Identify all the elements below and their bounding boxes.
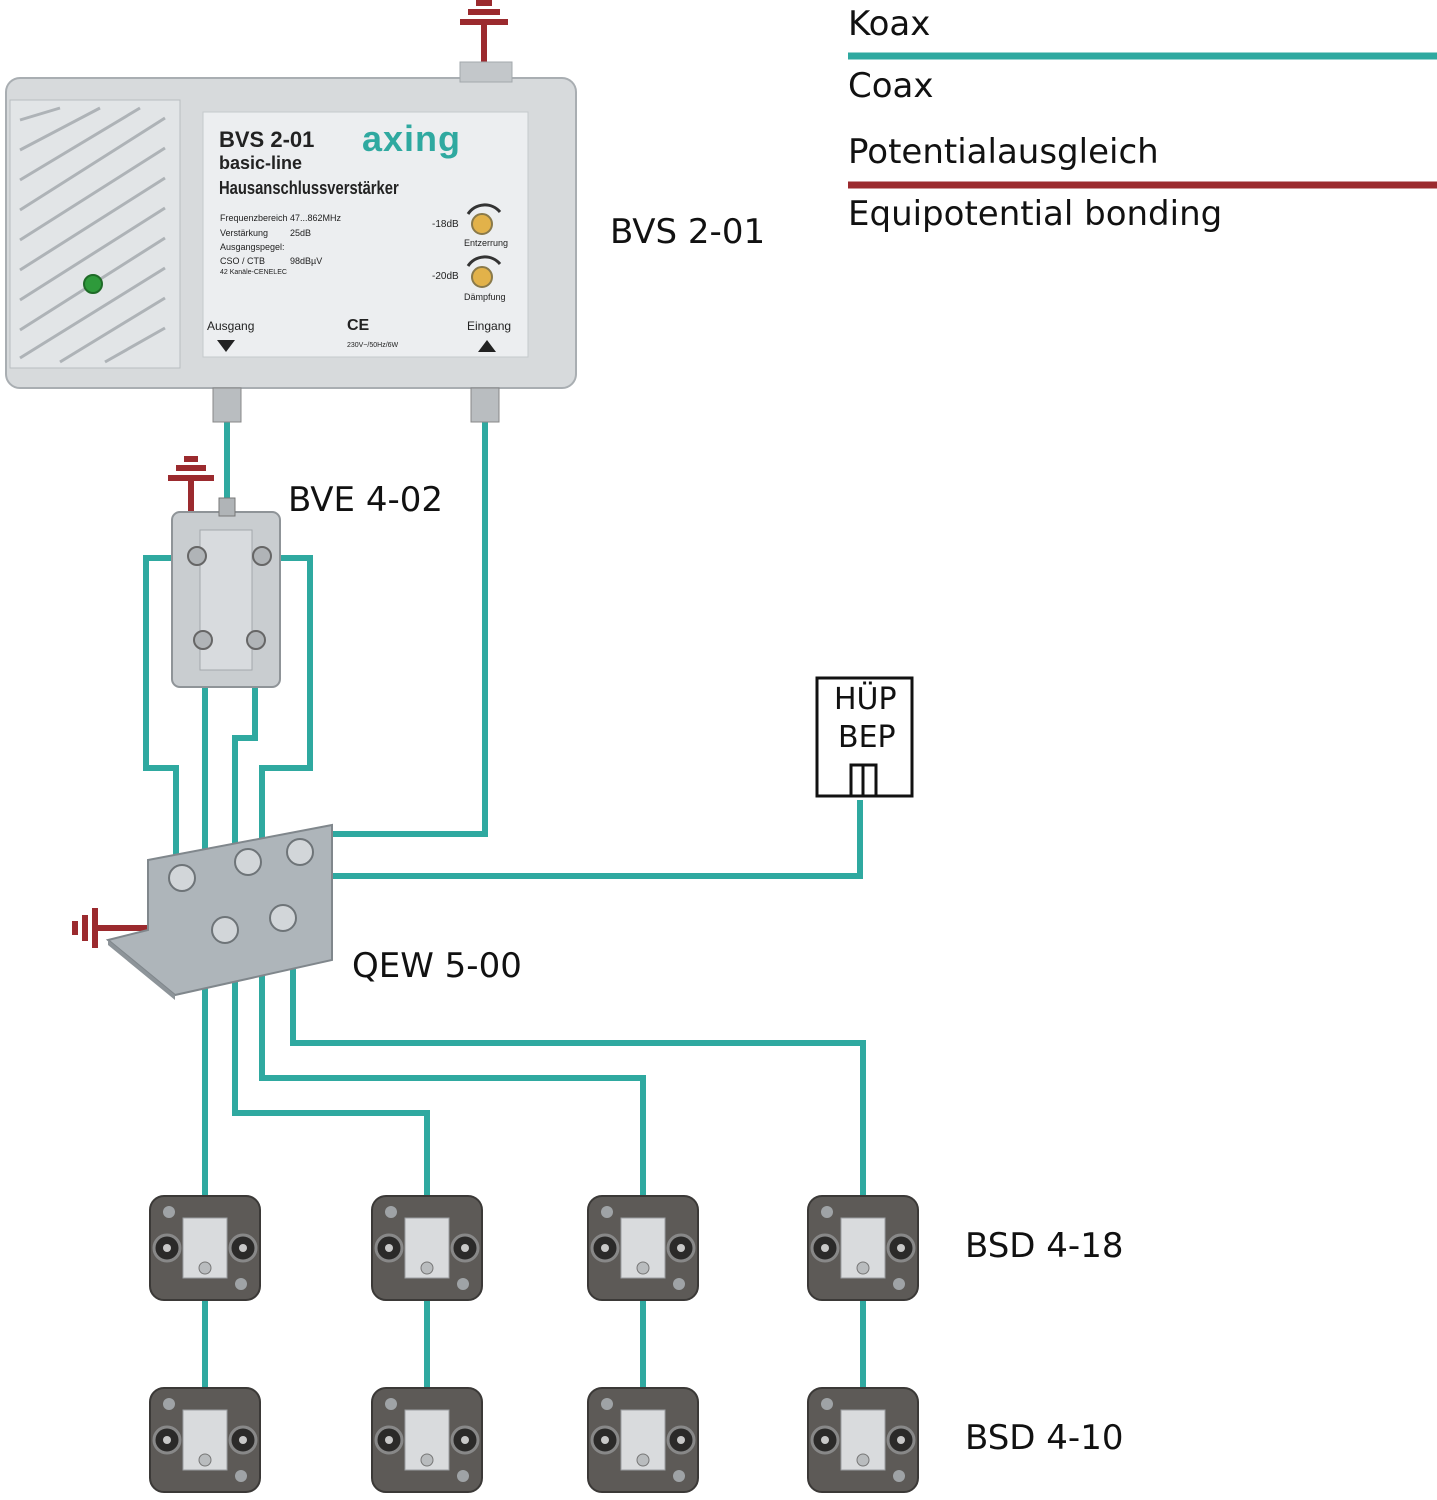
wall-socket-1-2 — [371, 1195, 483, 1301]
amp-eq-label: Entzerrung — [464, 238, 509, 248]
amp-panel-series: basic-line — [219, 153, 303, 173]
wall-socket-1-1 — [149, 1195, 261, 1301]
wall-socket-2-1 — [149, 1387, 261, 1493]
equalizer-knob — [471, 213, 493, 235]
amp-input-label: Eingang — [467, 319, 512, 333]
wall-socket-2-4 — [807, 1387, 919, 1493]
wall-socket-2-2 — [371, 1387, 483, 1493]
amplifier-label-panel — [202, 111, 529, 358]
splitter-input-connector — [218, 497, 236, 517]
label-splitter: BVE 4-02 — [288, 480, 443, 520]
ground-symbol-amplifier — [460, 0, 508, 65]
legend-coax-en: Coax — [848, 66, 934, 106]
wall-socket-2-3 — [587, 1387, 699, 1493]
hup-box — [815, 676, 914, 798]
amp-panel-title: Hausanschlussverstärker — [219, 178, 399, 198]
amp-att-label: Dämpfung — [464, 292, 506, 302]
sockets-group — [149, 1195, 919, 1493]
ground-symbol-splitter — [168, 456, 214, 518]
coax-splitter-out1 — [143, 555, 185, 856]
legend-bonding-de: Potentialausgleich — [848, 132, 1159, 172]
amp-output-label: Ausgang — [207, 319, 255, 333]
label-amplifier: BVS 2-01 — [610, 212, 766, 252]
amp-power-rating: 230V~/50Hz/6W — [347, 342, 399, 349]
brand-logo: axing — [362, 118, 462, 159]
amp-att-value: -20dB — [432, 271, 459, 282]
attenuation-knob — [471, 266, 493, 288]
label-socket-row2: BSD 4-10 — [965, 1418, 1124, 1458]
coax-splitter-out4 — [259, 555, 313, 860]
amplifier-device — [5, 61, 577, 423]
wall-socket-1-4 — [807, 1195, 919, 1301]
amp-spec-gain-value: 25dB — [290, 228, 312, 238]
wall-socket-1-3 — [587, 1195, 699, 1301]
amp-spec-channels: 42 Kanäle-CENELEC — [220, 269, 287, 276]
legend-coax-de: Koax — [848, 4, 931, 44]
coax-to-socket-col2 — [232, 945, 430, 1200]
amp-spec-cso-value: 98dBµV — [290, 256, 323, 266]
label-multiswitch: QEW 5-00 — [352, 946, 522, 986]
coax-multiswitch-to-hup — [320, 800, 863, 879]
amp-eq-value: -18dB — [432, 219, 459, 230]
splitter-device — [171, 497, 281, 688]
coax-splitter-out3 — [232, 640, 258, 852]
amplifier-input-connector — [470, 387, 500, 423]
multiswitch-device — [105, 823, 333, 1000]
amp-cert-mark: CE — [347, 317, 370, 334]
output-arrow — [217, 340, 235, 352]
hup-label-line2: BEP — [838, 720, 896, 755]
legend-bonding-en: Equipotential bonding — [848, 194, 1223, 234]
amp-spec-freq-value: 47...862MHz — [290, 213, 342, 223]
amp-spec-cso-label: CSO / CTB — [220, 256, 266, 266]
coax-to-socket-col3 — [259, 893, 646, 1200]
input-arrow — [478, 340, 496, 352]
power-led — [83, 274, 103, 294]
amplifier-output-connector — [212, 387, 242, 423]
amp-spec-level-label: Ausgangspegel: — [220, 242, 285, 252]
ground-symbol-multiswitch — [72, 908, 150, 948]
amp-spec-gain-label: Verstärkung — [220, 228, 269, 238]
hup-label-line1: HÜP — [834, 682, 897, 717]
coax-amp-input-to-multiswitch — [330, 420, 488, 837]
label-socket-row1: BSD 4-18 — [965, 1226, 1124, 1266]
coax-to-socket-col4 — [290, 935, 866, 1200]
amp-panel-model: BVS 2-01 — [219, 127, 315, 152]
amp-spec-freq-label: Frequenzbereich — [220, 213, 288, 223]
